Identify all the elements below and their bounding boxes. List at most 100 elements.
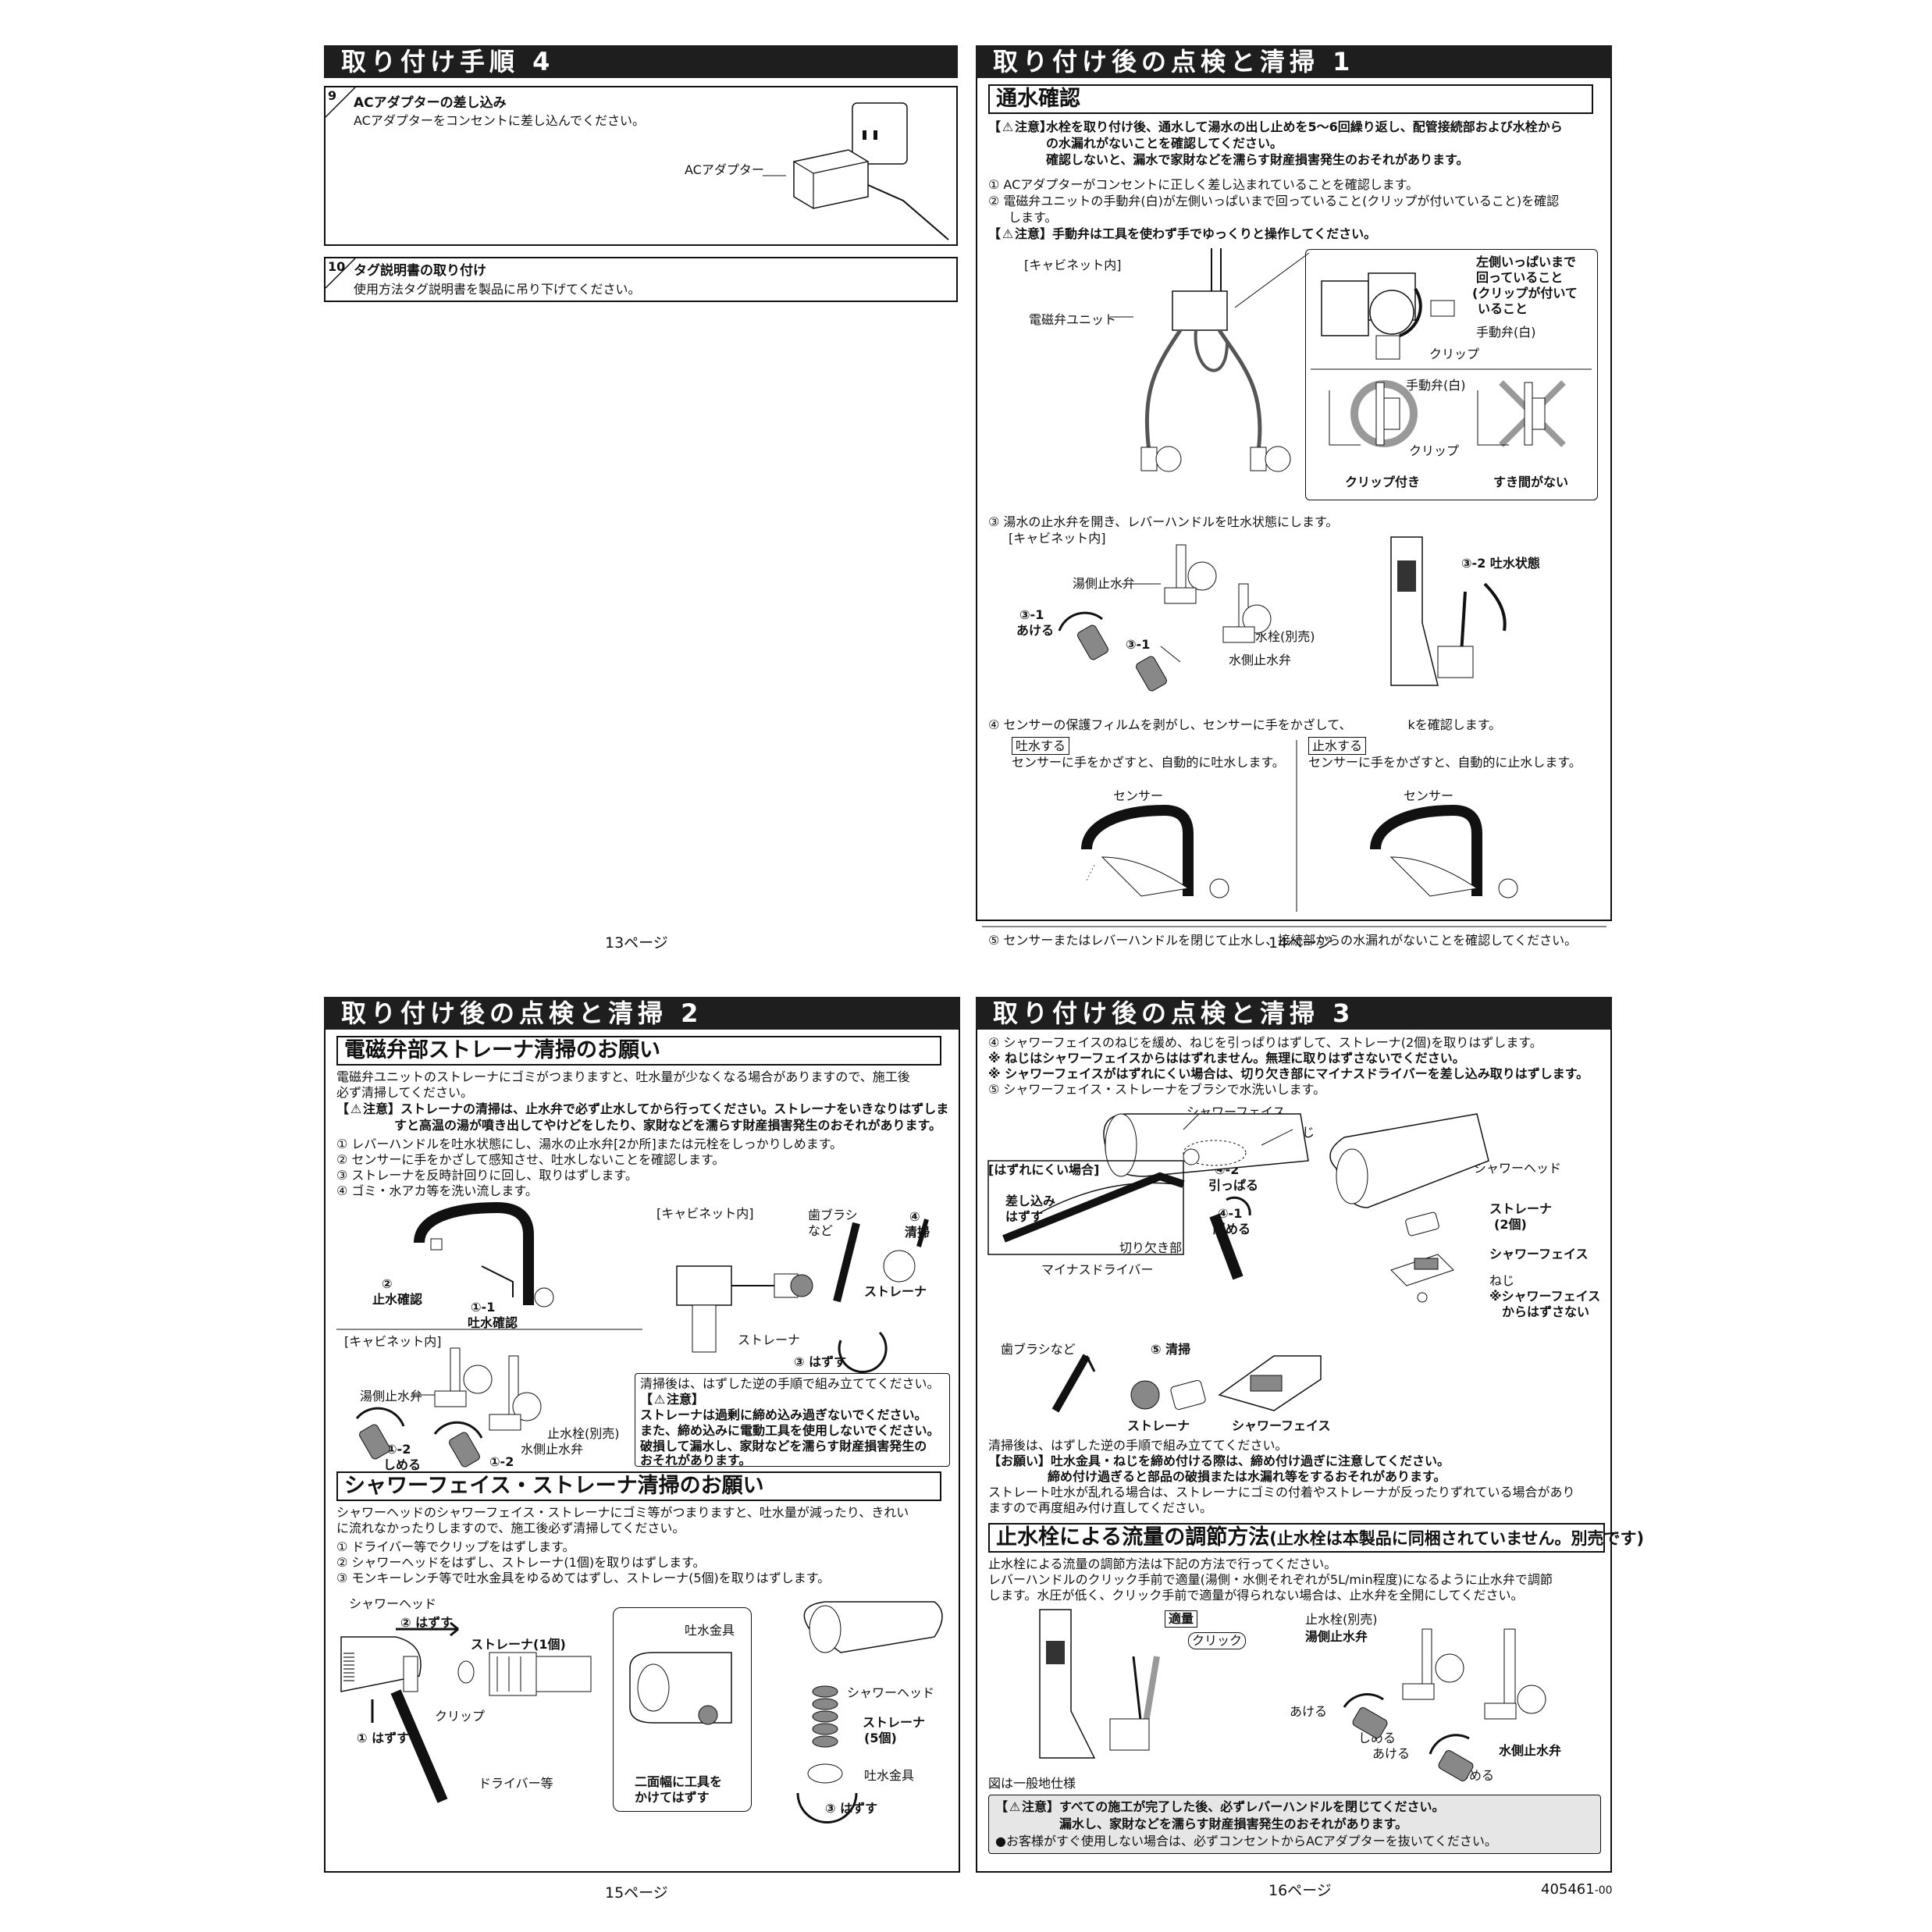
faucet-check-illustration <box>414 1201 554 1308</box>
open-1: ③-1 <box>1019 607 1044 622</box>
page-15: 取り付け後の点検と清掃 2 電磁弁部ストレーナ清掃のお願い 電磁弁ユニットのスト… <box>324 997 960 1873</box>
clip-label: クリップ <box>435 1709 486 1724</box>
valves-open-illustration <box>1058 544 1272 692</box>
close-2: ①-2 <box>489 1454 514 1469</box>
note-4: 破損して漏水し、家財などを濡らす財産損害発生の <box>640 1439 927 1453</box>
page-14-frame: 通水確認 【⚠注意】 水栓を取り付け後、通水して湯水の出し止めを5～6回繰り返し… <box>976 76 1612 948</box>
step-a2: ② センサーに手をかざして感知させ、吐水しないことを確認します。 <box>336 1152 725 1167</box>
step-10-title: タグ説明書の取り付け <box>354 263 486 279</box>
flow-adjust-subtitle: (止水栓は本製品に同梱されていません。別売です) <box>1269 1529 1645 1548</box>
step-10-number: 10 <box>328 259 346 274</box>
general-spec-label: 図は一般地仕様 <box>988 1776 1076 1791</box>
d-3: 締め付け過ぎると部品の破損または水漏れ等をするおそれがあります。 <box>1048 1469 1446 1484</box>
step-2b: します。 <box>1009 210 1058 225</box>
document-number-main: 405461 <box>1541 1881 1595 1898</box>
left-full-4: いること <box>1478 301 1528 316</box>
strainer-5a: ストレーナ <box>863 1715 926 1730</box>
strainer-warning-1: 【⚠注意】ストレーナの清掃は、止水弁で必ず止水してから行ってください。ストレーナ… <box>336 1101 949 1116</box>
driver-label: ドライバー等 <box>479 1776 553 1791</box>
discharge-check-no: ①-1 <box>471 1300 496 1315</box>
remove-2-label: ② はずす <box>400 1615 454 1630</box>
note-head: 【⚠注意】 <box>640 1392 705 1407</box>
manual-valve-detail-box: 左側いっぱいまで 回っていること (クリップが付いて いること 手動弁(白) ク… <box>1305 249 1598 500</box>
stop-cock-label: 止水栓(別売) <box>547 1426 620 1441</box>
strainer-2a: ストレーナ <box>1489 1201 1553 1216</box>
screw-label-2: ねじ <box>1489 1273 1515 1288</box>
spout-strainers-illustration <box>629 1601 943 1823</box>
final-caution-1: 【⚠注意】すべての施工が完了した後、必ずレバーハンドルを閉じてください。 <box>995 1799 1445 1814</box>
d-2: 【お願い】吐水金具・ねじを締め付ける際は、締め付け過ぎに注意してください。 <box>988 1453 1450 1468</box>
spout-fit-label: 吐水金具 <box>685 1623 735 1638</box>
warning-line-2: の水漏れがないことを確認してください。 <box>1046 136 1283 151</box>
strainer-heading: 電磁弁部ストレーナ清掃のお願い <box>336 1036 941 1066</box>
strainer-1-label: ストレーナ(1個) <box>471 1637 566 1652</box>
d-5: ますので再度組み付け直してください。 <box>988 1500 1213 1515</box>
spout-detail-box <box>613 1607 752 1812</box>
step-c2: ※ ねじはシャワーフェイスからははずれません。無理に取りはずさないでください。 <box>988 1051 1465 1066</box>
brush-clean-illustration <box>1051 1354 1322 1413</box>
face-note-1: ※シャワーフェイス <box>1489 1289 1601 1304</box>
page-14-number: 14ページ <box>1268 934 1332 952</box>
flow-adjust-title: 止水栓による流量の調節方法 <box>996 1525 1270 1550</box>
stop-cock-label: 止水栓(別売) <box>1305 1612 1378 1627</box>
e-3: します。水圧が低く、クリック手前で適量が得られない場合は、止水弁を全開にしてくだ… <box>988 1588 1524 1603</box>
pull-2: 引っぱる <box>1208 1178 1259 1193</box>
document-number: 405461-00 <box>1541 1881 1613 1898</box>
cold-valve-label: 水側止水弁 <box>521 1442 584 1457</box>
step-a3: ③ ストレーナを反時計回りに回し、取りはずします。 <box>336 1168 638 1183</box>
proper-amount-label: 適量 <box>1165 1610 1198 1628</box>
page-15-frame: 電磁弁部ストレーナ清掃のお願い 電磁弁ユニットのストレーナにゴミがつまりますと、… <box>324 1028 960 1873</box>
final-caution-3: ●お客様がすぐ使用しない場合は、必ずコンセントからACアダプターを抜いてください… <box>995 1834 1497 1848</box>
ok-label: クリップ付き <box>1345 475 1421 489</box>
open-label: あける <box>1290 1704 1328 1719</box>
face-note-2: からはずさない <box>1502 1304 1590 1319</box>
step-9-text: ACアダプターをコンセントに差し込んでください。 <box>354 113 646 128</box>
face-label-2: シャワーフェイス <box>1489 1247 1589 1261</box>
warning-line-1: 水栓を取り付け後、通水して湯水の出し止めを5～6回繰り返し、配管接続部および水栓… <box>1046 119 1563 134</box>
shower-heading: シャワーフェイス・ストレーナ清掃のお願い <box>336 1471 941 1501</box>
d-4: ストレート吐水が乱れる場合は、ストレーナにゴミの付着やストレーナが反ったりずれて… <box>988 1485 1575 1500</box>
page-16-frame: ④ シャワーフェイスのねじを緩め、ねじを引っぱりはずして、ストレーナ(2個)を取… <box>976 1028 1644 1873</box>
strainer-2b: (2個) <box>1494 1217 1527 1232</box>
left-full-3: (クリップが付いて <box>1472 286 1578 301</box>
hand-sensor-illustration-2 <box>1370 804 1518 898</box>
discharge-state-label: ③-2 吐水状態 <box>1461 556 1540 571</box>
page-13: 取り付け手順 4 9 ACアダプターの差し込み ACアダプターをコンセントに差し… <box>324 45 958 920</box>
caution-2: 【⚠注意】手動弁は工具を使わず手でゆっくりと操作してください。 <box>988 226 1377 241</box>
hard-case-label: [はずれにくい場合] <box>988 1162 1100 1177</box>
step-1: ① ACアダプターがコンセントに正しく差し込まれていることを確認します。 <box>988 177 1419 192</box>
ac-adapter-label: ACアダプター <box>685 162 764 177</box>
open-2: ③-1 <box>1126 637 1151 652</box>
strainer-warning-text: ストレーナの清掃は、止水弁で必ず止水してから行ってください。ストレーナをいきなり… <box>400 1101 949 1116</box>
shower-intro-1: シャワーヘッドのシャワーフェイス・ストレーナにゴミ等がつまりますと、吐水量が減っ… <box>336 1505 909 1520</box>
note-1: 清掃後は、はずした逆の手順で組み立ててください。 <box>640 1376 940 1391</box>
page-13-title: 取り付け手順 4 <box>324 45 958 78</box>
brush-label-2: など <box>808 1223 834 1238</box>
insert-2: はずす <box>1005 1209 1044 1224</box>
water-check-heading: 通水確認 <box>988 84 1593 114</box>
final-caution-1-text: すべての施工が完了した後、必ずレバーハンドルを閉じてください。 <box>1059 1799 1445 1814</box>
sensor-label: センサー <box>1113 788 1164 803</box>
step-9-number: 9 <box>328 88 337 103</box>
cabinet-label-b: [キャビネット内] <box>344 1334 442 1349</box>
caution-2-text: 手動弁は工具を使わず手でゆっくりと操作してください。 <box>1052 226 1377 241</box>
step-c4: ⑤ シャワーフェイス・ストレーナをブラシで水洗いします。 <box>988 1082 1326 1097</box>
step-c1: ④ シャワーフェイスのねじを緩め、ねじを引っぱりはずして、ストレーナ(2個)を取… <box>988 1035 1542 1050</box>
ng-label: すき間がない <box>1493 475 1569 489</box>
step-10-text: 使用方法タグ説明書を製品に吊り下げてください。 <box>354 282 641 297</box>
loosen-1: ④-1 <box>1218 1206 1243 1221</box>
step-3: ③ 湯水の止水弁を開き、レバーハンドルを吐水状態にします。 <box>988 514 1339 529</box>
discharge-check: 吐水確認 <box>468 1315 518 1330</box>
notch-label: 切り欠き部 <box>1119 1240 1183 1255</box>
page-16-title: 取り付け後の点検と清掃 3 <box>976 997 1612 1030</box>
faucet-lever-illustration <box>1390 536 1507 686</box>
valves-adjust-illustration <box>1343 1628 1546 1781</box>
final-caution-box: 【⚠注意】すべての施工が完了した後、必ずレバーハンドルを閉じてください。 漏水し… <box>988 1795 1601 1854</box>
step-5: ⑤ センサーまたはレバーハンドルを閉じて止水し、接続部からの水漏れがないことを確… <box>988 933 1578 948</box>
strainer-label-3: ストレーナ <box>1127 1418 1190 1433</box>
hot-valve-label: 湯側止水弁 <box>1073 576 1136 591</box>
hot-valve-label: 湯側止水弁 <box>1305 1629 1368 1644</box>
cold-valve-label: 水側止水弁 <box>1229 653 1292 667</box>
open-1b: あける <box>1016 623 1055 638</box>
shower-intro-2: に流れなかったりしますので、施工後必ず清掃してください。 <box>336 1521 685 1535</box>
